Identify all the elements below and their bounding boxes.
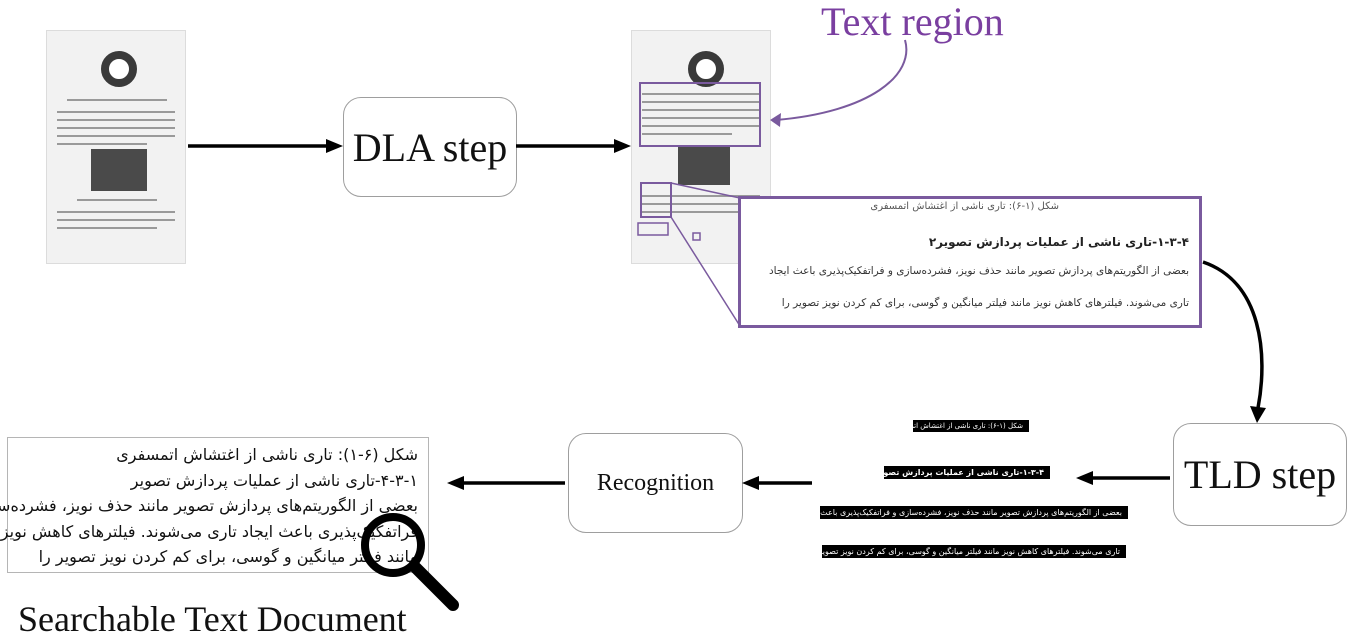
recognition-label: Recognition [596, 469, 715, 496]
zoom-connector-top [670, 182, 741, 199]
text-line-image-1: شکل (۱-۶): تاری ناشی از اغتشاش اتمسفری [913, 420, 1029, 432]
arrow-crop-to-tld [1202, 260, 1264, 409]
footnote-region-highlight [637, 222, 669, 236]
output-line-2: ۴-۳-۱-تاری ناشی از عملیات پردازش تصویر [130, 470, 418, 490]
zoomed-text-region: شکل (۱-۶): تاری ناشی از اغتشاش اتمسفری ۱… [738, 196, 1202, 328]
dla-step-label: DLA step [352, 124, 508, 170]
lower-region-highlight [640, 182, 672, 218]
output-line-3: بعضی از الگوریتم‌های پردازش تصویر مانند … [0, 496, 418, 515]
output-line-1: شکل (۶-۱): تاری ناشی از اغتشاش اتمسفری [116, 445, 418, 464]
recognition-box: Recognition [568, 433, 743, 533]
text-region-pointer-head [770, 113, 781, 127]
zoom-connector-bottom [670, 216, 741, 327]
crop-line-2: ۱-۳-۴-تاری ناشی از عملیات پردازش تصویر۲ [928, 235, 1189, 249]
crop-line-3: بعضی از الگوریتم‌های پردازش تصویر مانند … [768, 265, 1189, 277]
text-line-image-3: بعضی از الگوریتم‌های پردازش تصویر مانند … [820, 506, 1128, 519]
searchable-document-caption: Searchable Text Document [18, 599, 407, 639]
output-text-document: شکل (۶-۱): تاری ناشی از اغتشاش اتمسفری ۴… [0, 437, 429, 573]
tld-step-box: TLD step [1173, 423, 1347, 526]
dla-step-box: DLA step [343, 97, 517, 197]
crop-line-1: شکل (۱-۶): تاری ناشی از اغتشاش اتمسفری [870, 201, 1059, 212]
tld-step-label: TLD step [1183, 452, 1337, 497]
output-line-4: فراتفکیک‌پذیری باعث ایجاد تاری می‌شوند. … [0, 521, 418, 541]
crop-line-4: تاری می‌شوند. فیلترهای کاهش نویز مانند ف… [781, 297, 1189, 309]
magnifier-icon [361, 513, 459, 611]
text-region-pointer [775, 39, 908, 121]
input-document-thumbnail [46, 30, 186, 264]
page-number-region-highlight [692, 232, 701, 241]
text-region-highlight [639, 82, 761, 147]
output-line-5: مانند فیلتر میانگین و گوسی، برای کم کردن… [38, 547, 418, 566]
text-line-image-2: ۱-۳-۴-تاری ناشی از عملیات پردازش تصویر۲ [884, 466, 1050, 479]
text-region-label: Text region [821, 0, 1004, 44]
text-line-image-4: تاری می‌شوند. فیلترهای کاهش نویز مانند ف… [822, 545, 1126, 558]
